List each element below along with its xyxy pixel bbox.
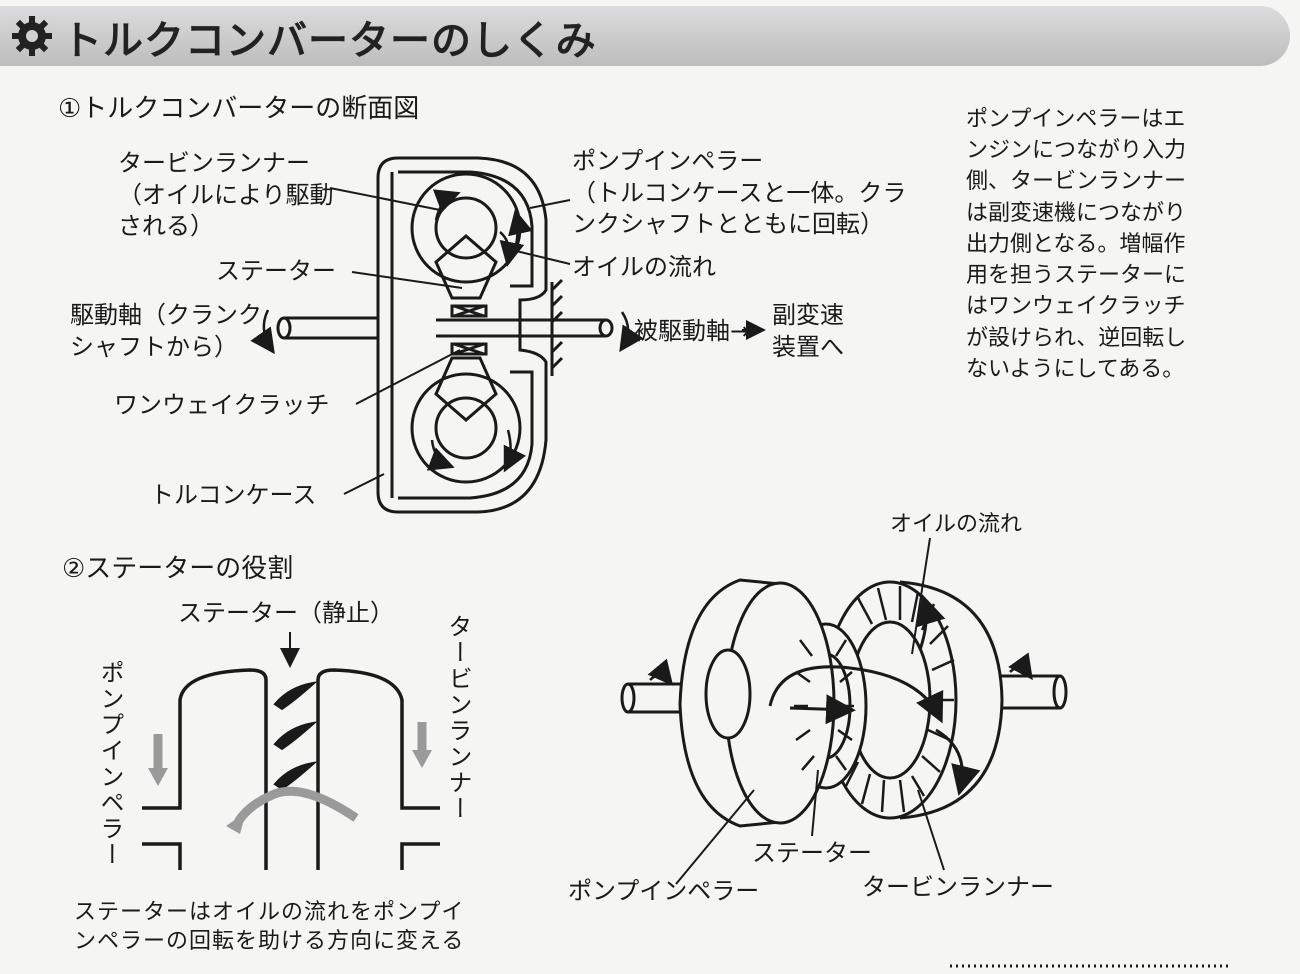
label-stator-3d: ステーター bbox=[752, 839, 872, 867]
label-turbine-runner: タービンランナー （オイルにより駆動 される） bbox=[118, 149, 334, 241]
label-turbine-runner-vertical: タービンランナー bbox=[444, 614, 472, 822]
label-stator-static: ステーター（静止） bbox=[178, 599, 394, 627]
label-stator: ステーター bbox=[216, 257, 336, 285]
label-pump-impeller: ポンプインペラー （トルコンケースと一体。クラ ンクシャフトとともに回転） bbox=[572, 147, 907, 239]
label-turbine-runner-3d: タービンランナー bbox=[862, 873, 1054, 901]
label-oil-flow-3d: オイルの流れ bbox=[890, 512, 1023, 537]
label-pump-impeller-3d: ポンプインペラー bbox=[568, 877, 760, 905]
gear-icon bbox=[12, 16, 52, 56]
section2-caption: ステーターはオイルの流れをポンプイ ンペラーの回転を助ける方向に変える bbox=[74, 900, 465, 955]
label-one-way-clutch: ワンウェイクラッチ bbox=[114, 391, 330, 419]
stator-role-diagram bbox=[142, 668, 440, 870]
torque-converter-3d bbox=[620, 578, 1068, 828]
label-converter-case: トルコンケース bbox=[150, 481, 317, 509]
side-note: ポンプインペラーはエ ンジンにつながり入力 側、タービンランナー は副変速機につ… bbox=[966, 107, 1187, 382]
page-title: トルクコンバーターのしくみ bbox=[62, 18, 597, 64]
section1-heading: ①トルクコンバーターの断面図 bbox=[58, 94, 420, 124]
label-oil-flow: オイルの流れ bbox=[572, 253, 716, 281]
cross-section-diagram bbox=[276, 156, 614, 514]
label-pump-impeller-vertical: ポンプインペラー bbox=[96, 660, 124, 868]
label-driven-shaft: 被駆動軸→ bbox=[634, 317, 751, 345]
header-band bbox=[0, 6, 1290, 66]
label-sub-transmission: 副変速 装置へ bbox=[772, 301, 844, 361]
section2-heading: ②ステーターの役割 bbox=[62, 554, 294, 584]
label-drive-shaft: 駆動軸（クランク シャフトから） bbox=[70, 301, 262, 361]
